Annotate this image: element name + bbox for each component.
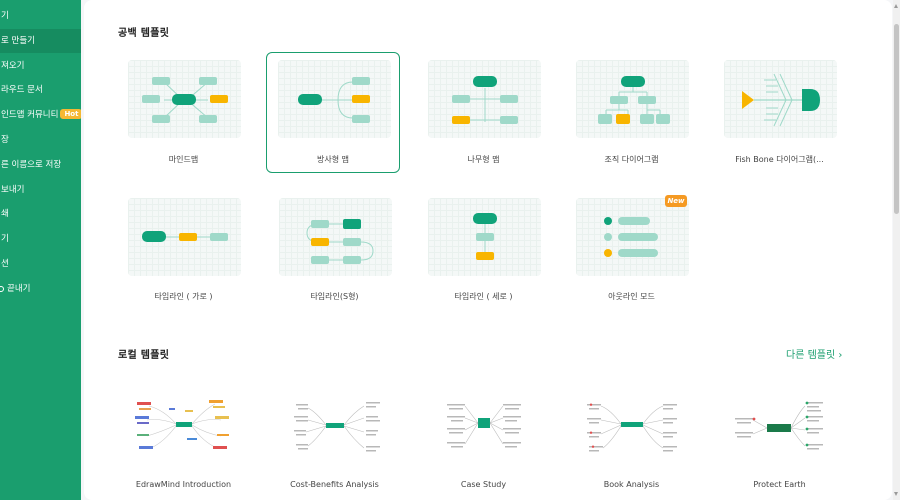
more-templates-link[interactable]: 다른 템플릿 › xyxy=(786,350,843,361)
sidebar-item-label: 져오기 xyxy=(1,61,25,71)
book-analysis-thumbnail xyxy=(577,390,689,462)
sidebar-item-close[interactable]: 기 xyxy=(0,227,81,251)
card-label: EdrawMind Introduction xyxy=(135,480,232,489)
local-template-card[interactable]: Protect Earth xyxy=(711,382,848,494)
sidebar-item-export[interactable]: 보내기 xyxy=(0,178,81,202)
sidebar-item-options[interactable]: 션 xyxy=(0,252,81,276)
template-card-timeline-s[interactable]: 타임라인(S형) xyxy=(266,190,403,311)
sidebar-item-label: 른 이름으로 저장 xyxy=(1,160,62,170)
cost-benefits-thumbnail xyxy=(280,390,392,462)
main-content: 공백 템플릿 마인드맵 xyxy=(81,0,900,500)
card-label: Case Study xyxy=(460,480,507,489)
card-label: 타임라인(S형) xyxy=(310,292,359,301)
sidebar-item-label: 기 xyxy=(1,234,9,244)
card-label: 아웃라인 모드 xyxy=(608,292,655,301)
protect-earth-thumbnail xyxy=(725,390,837,462)
template-card-outline-mode[interactable]: New 아웃라인 모드 xyxy=(563,190,700,311)
local-template-card[interactable]: Case Study xyxy=(415,382,552,494)
scroll-down-arrow-icon[interactable] xyxy=(894,492,898,496)
card-label: 나무형 맵 xyxy=(467,155,500,164)
template-panel: 공백 템플릿 마인드맵 xyxy=(84,0,892,500)
card-label: 타임라인 ( 세로 ) xyxy=(454,292,513,301)
card-label: Protect Earth xyxy=(753,480,806,489)
blank-templates-title: 공백 템플릿 xyxy=(118,28,170,39)
template-card-tree-map[interactable]: 나무형 맵 xyxy=(415,52,552,173)
card-label: Book Analysis xyxy=(603,480,660,489)
card-label: 방사형 맵 xyxy=(317,155,349,164)
vertical-scrollbar[interactable] xyxy=(893,0,900,500)
card-label: Cost-Benefits Analysis xyxy=(290,480,379,489)
sidebar-item-exit[interactable]: 끝내기 xyxy=(0,277,81,301)
tree-map-thumbnail xyxy=(428,60,541,138)
sidebar-item-label: 션 xyxy=(1,259,9,269)
card-label: Fish Bone 다이어그램(... xyxy=(735,155,824,164)
sidebar-item-new[interactable]: 기 xyxy=(0,4,81,28)
org-chart-thumbnail xyxy=(576,60,689,138)
sidebar-item-label: 라우드 문서 xyxy=(1,85,43,95)
sidebar-item-import[interactable]: 져오기 xyxy=(0,54,81,78)
radial-map-thumbnail xyxy=(278,60,391,138)
new-badge: New xyxy=(665,195,687,207)
hot-badge: Hot xyxy=(60,109,81,119)
template-card-mindmap[interactable]: 마인드맵 xyxy=(115,52,252,173)
mindmap-thumbnail xyxy=(128,60,241,138)
sidebar-item-label: 쇄 xyxy=(1,209,9,219)
outline-mode-thumbnail xyxy=(576,198,689,276)
sidebar-item-cloud-docs[interactable]: 라우드 문서 xyxy=(0,78,81,102)
sidebar-item-label: 보내기 xyxy=(1,185,25,195)
sidebar-item-label: 끝내기 xyxy=(7,284,31,294)
sidebar-item-save-as[interactable]: 른 이름으로 저장 xyxy=(0,153,81,177)
scroll-up-arrow-icon[interactable] xyxy=(894,4,898,8)
timeline-s-thumbnail xyxy=(279,198,392,276)
template-card-timeline-horizontal[interactable]: 타임라인 ( 가로 ) xyxy=(115,190,252,311)
sidebar-item-create-from-template[interactable]: 로 만들기 xyxy=(0,29,81,53)
local-template-card[interactable]: EdrawMind Introduction xyxy=(115,382,252,494)
sidebar-item-save[interactable]: 장 xyxy=(0,128,81,152)
sidebar-item-label: 기 xyxy=(1,11,9,21)
timeline-vertical-thumbnail xyxy=(428,198,541,276)
card-label: 타임라인 ( 가로 ) xyxy=(154,292,213,301)
template-card-timeline-vertical[interactable]: 타임라인 ( 세로 ) xyxy=(415,190,552,311)
sidebar-item-print[interactable]: 쇄 xyxy=(0,202,81,226)
local-templates-title: 로컬 템플릿 xyxy=(118,350,170,361)
timeline-horizontal-thumbnail xyxy=(128,198,241,276)
template-card-org-chart[interactable]: 조직 다이어그램 xyxy=(563,52,700,173)
case-study-thumbnail xyxy=(429,390,541,462)
card-label: 마인드맵 xyxy=(168,155,199,164)
fishbone-thumbnail xyxy=(724,60,837,138)
local-template-card[interactable]: Book Analysis xyxy=(563,382,700,494)
template-card-radial-map[interactable]: 방사형 맵 xyxy=(266,52,400,173)
edrawmind-intro-thumbnail xyxy=(129,390,241,462)
card-label: 조직 다이어그램 xyxy=(604,155,659,164)
exit-icon xyxy=(0,286,4,292)
sidebar-item-label: 인드맵 커뮤니티 xyxy=(1,110,59,120)
sidebar-item-label: 로 만들기 xyxy=(1,36,35,46)
sidebar-item-label: 장 xyxy=(1,135,9,145)
local-template-card[interactable]: Cost-Benefits Analysis xyxy=(266,382,403,494)
template-card-fishbone[interactable]: Fish Bone 다이어그램(... xyxy=(711,52,848,173)
scrollbar-thumb[interactable] xyxy=(894,24,899,214)
